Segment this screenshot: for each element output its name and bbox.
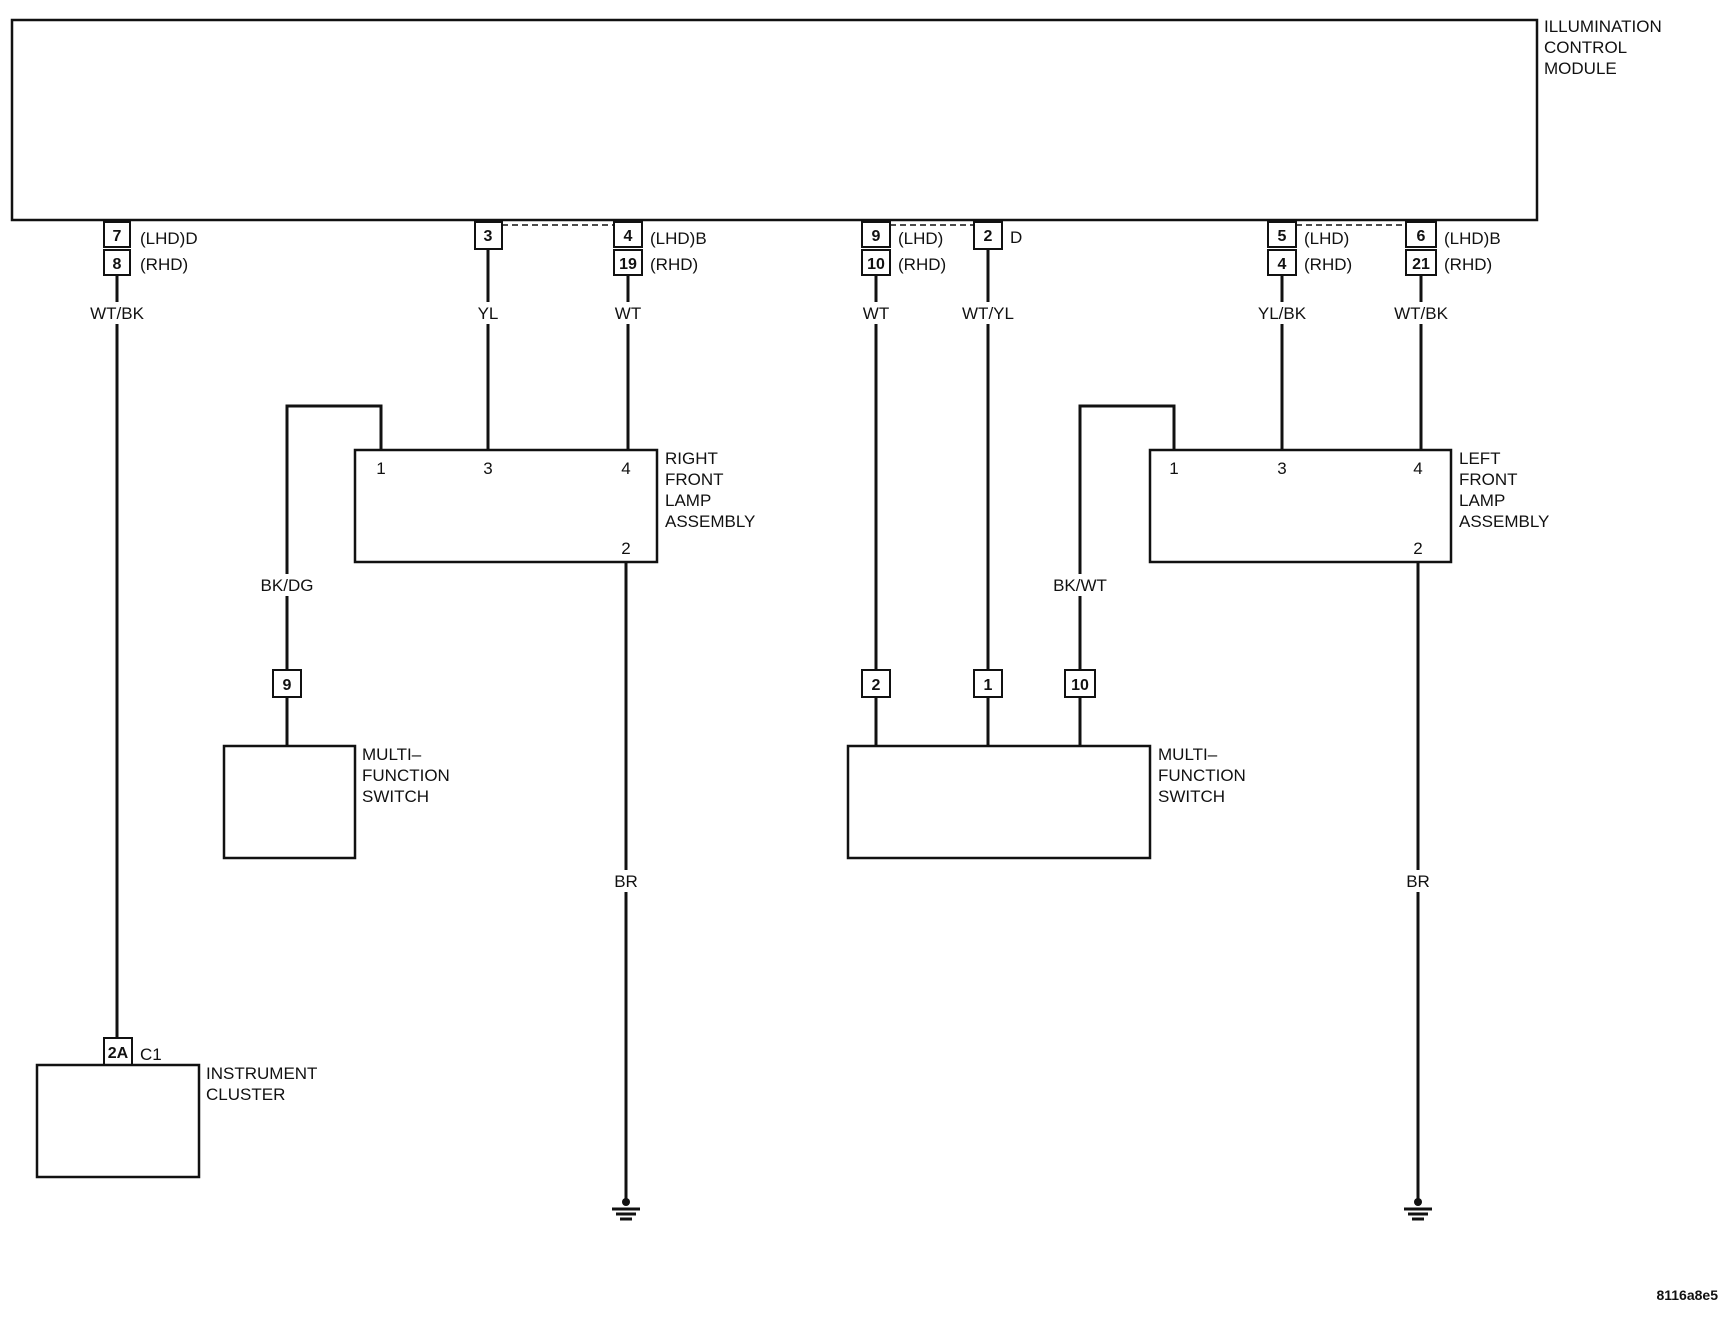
mfs-right-label-line-1: MULTI–: [1158, 745, 1218, 764]
cluster-label-line-1: INSTRUMENT: [206, 1064, 317, 1083]
pin-6-label: (LHD)B: [1444, 229, 1501, 248]
wire-label-wt: WT: [615, 304, 641, 323]
pin-10: 10: [867, 256, 885, 273]
connector-pin-box: [861, 221, 891, 248]
wire-label-yl-bk: YL/BK: [1258, 304, 1307, 323]
mfs-left-label-line-2: FUNCTION: [362, 766, 450, 785]
icm-label-line-2: CONTROL: [1544, 38, 1627, 57]
lf-lamp-pin-2: 2: [1413, 539, 1422, 558]
mfs-right-label-line-2: FUNCTION: [1158, 766, 1246, 785]
illumination-control-module: [10, 18, 1539, 222]
pin-2: 2: [984, 228, 993, 245]
wire-labels: WT/BK YL WT WT WT/YL YL/BK WT/BK BK/DG B…: [84, 302, 1454, 892]
rf-lamp-pin-1: 1: [376, 459, 385, 478]
mfs-right-pin-10: 10: [1071, 677, 1089, 694]
rf-lamp-label-line-1: RIGHT: [665, 449, 718, 468]
icm-pin-group-4: 5 4 (LHD) (RHD) 6 21 (LHD)B (RHD): [1267, 221, 1501, 276]
pin-6: 6: [1417, 228, 1426, 245]
pin-4: 4: [624, 228, 633, 245]
wire-label-br-rf: BR: [614, 872, 638, 891]
multi-function-switch-right: [846, 744, 1152, 860]
wire-label-bk-dg: BK/DG: [261, 576, 314, 595]
mfs-right-pin-1: 1: [984, 677, 993, 694]
connector-pin-box: [103, 221, 131, 248]
ground-symbol-left-front: [1404, 1198, 1432, 1221]
wire-label-wt-yl: WT/YL: [962, 304, 1014, 323]
wire-label-br-lf: BR: [1406, 872, 1430, 891]
connector-pin-box: [861, 249, 891, 276]
connector-pin-box: [613, 221, 643, 248]
pin-4-rhd: 4: [1278, 256, 1287, 273]
pin-4-rhd-label: (RHD): [1304, 255, 1352, 274]
pin-5-label: (LHD): [1304, 229, 1349, 248]
connector-pin-box: [1267, 221, 1297, 248]
connector-pin-box: [973, 669, 1003, 698]
connector-pin-box: [613, 249, 643, 276]
lf-lamp-pin-3: 3: [1277, 459, 1286, 478]
mfs-right-label-line-3: SWITCH: [1158, 787, 1225, 806]
instrument-cluster: [35, 1063, 201, 1179]
pin-19: 19: [619, 256, 637, 273]
lf-lamp-pin-4: 4: [1413, 459, 1422, 478]
wire-label-bk-wt: BK/WT: [1053, 576, 1107, 595]
connector-pin-box: [1064, 669, 1096, 698]
icm-label-line-1: ILLUMINATION: [1544, 17, 1662, 36]
wire-label-yl: YL: [478, 304, 499, 323]
lf-lamp-label-line-2: FRONT: [1459, 470, 1518, 489]
pin-4-label: (LHD)B: [650, 229, 707, 248]
icm-label-line-3: MODULE: [1544, 59, 1617, 78]
pin-2-label: D: [1010, 228, 1022, 247]
cluster-connector-c1: C1: [140, 1045, 162, 1064]
pin-7-label: (LHD)D: [140, 229, 198, 248]
connector-pin-box: [272, 669, 302, 698]
pin-8: 8: [113, 256, 122, 273]
icm-pin-group-1: 7 8 (LHD)D (RHD): [103, 221, 198, 276]
pin-21: 21: [1412, 256, 1430, 273]
icm-pin-group-2: 3 4 19 (LHD)B (RHD): [474, 221, 707, 276]
mfs-left-pin-9: 9: [283, 677, 292, 694]
mfs-left-label-line-1: MULTI–: [362, 745, 422, 764]
lf-lamp-label-line-3: LAMP: [1459, 491, 1505, 510]
pin-10-label: (RHD): [898, 255, 946, 274]
wire-lines: [115, 249, 1423, 1202]
lf-lamp-label-line-1: LEFT: [1459, 449, 1501, 468]
pin-8-label: (RHD): [140, 255, 188, 274]
connector-pin-box: [1405, 221, 1437, 248]
right-front-lamp-assembly: [353, 448, 659, 564]
rf-lamp-label-line-3: LAMP: [665, 491, 711, 510]
lf-lamp-pin-1: 1: [1169, 459, 1178, 478]
multi-function-switch-left: [222, 744, 357, 860]
rf-lamp-label-line-2: FRONT: [665, 470, 724, 489]
wire-bk-dg: [285, 404, 383, 670]
wire-label-wt-bk: WT/BK: [90, 304, 144, 323]
connector-pin-box: [1405, 249, 1437, 276]
rf-lamp-label-line-4: ASSEMBLY: [665, 512, 755, 531]
rf-lamp-pin-4: 4: [621, 459, 630, 478]
ground-symbol-right-front: [612, 1198, 640, 1221]
wire-bk-wt: [1078, 404, 1176, 670]
figure-id: 8116a8e5: [1656, 1287, 1718, 1303]
cluster-pin-2a: 2A: [108, 1045, 129, 1062]
rf-lamp-pin-2: 2: [621, 539, 630, 558]
connector-pin-box: [103, 1037, 133, 1066]
pin-21-label: (RHD): [1444, 255, 1492, 274]
wire-label-wt-bk-2: WT/BK: [1394, 304, 1448, 323]
rf-lamp-pin-3: 3: [483, 459, 492, 478]
mfs-left-label-line-3: SWITCH: [362, 787, 429, 806]
connector-pin-box: [973, 221, 1003, 250]
left-front-lamp-assembly: [1148, 448, 1453, 564]
pin-5: 5: [1278, 228, 1287, 245]
pin-3: 3: [484, 228, 493, 245]
wire-label-wt-2: WT: [863, 304, 889, 323]
mfs-right-pin-2: 2: [872, 677, 881, 694]
connector-pin-box: [861, 669, 891, 698]
pin-9-label: (LHD): [898, 229, 943, 248]
pin-19-label: (RHD): [650, 255, 698, 274]
icm-pin-group-3: 9 10 (LHD) (RHD) 2 D: [861, 221, 1022, 276]
pin-7: 7: [113, 228, 122, 245]
lf-lamp-label-line-4: ASSEMBLY: [1459, 512, 1549, 531]
pin-9: 9: [872, 228, 881, 245]
cluster-label-line-2: CLUSTER: [206, 1085, 285, 1104]
